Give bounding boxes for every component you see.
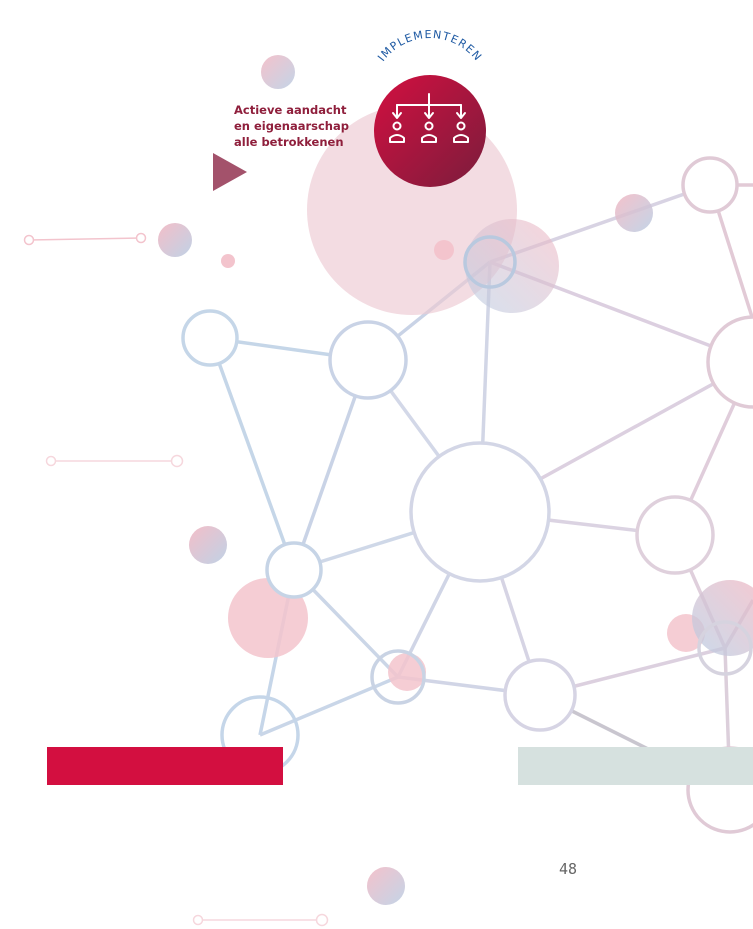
play-triangle-icon [213, 153, 247, 191]
callout-line: Actieve aandacht [234, 103, 347, 117]
callout-line: en eigenaarschap [234, 119, 349, 133]
callout-line: alle betrokkenen [234, 135, 344, 149]
page-number: 48 [558, 860, 578, 878]
people-hierarchy-icon [389, 93, 469, 143]
network-nodes [181, 156, 753, 834]
grey-bar [518, 747, 753, 785]
implementeren-badge: IMPLEMENTEREN [374, 28, 486, 187]
callout-text: Actieve aandacht en eigenaarschap alle b… [234, 102, 354, 150]
connector-lines [23, 232, 329, 927]
badge-arc-label: IMPLEMENTEREN [375, 28, 485, 64]
red-bar [47, 747, 283, 785]
